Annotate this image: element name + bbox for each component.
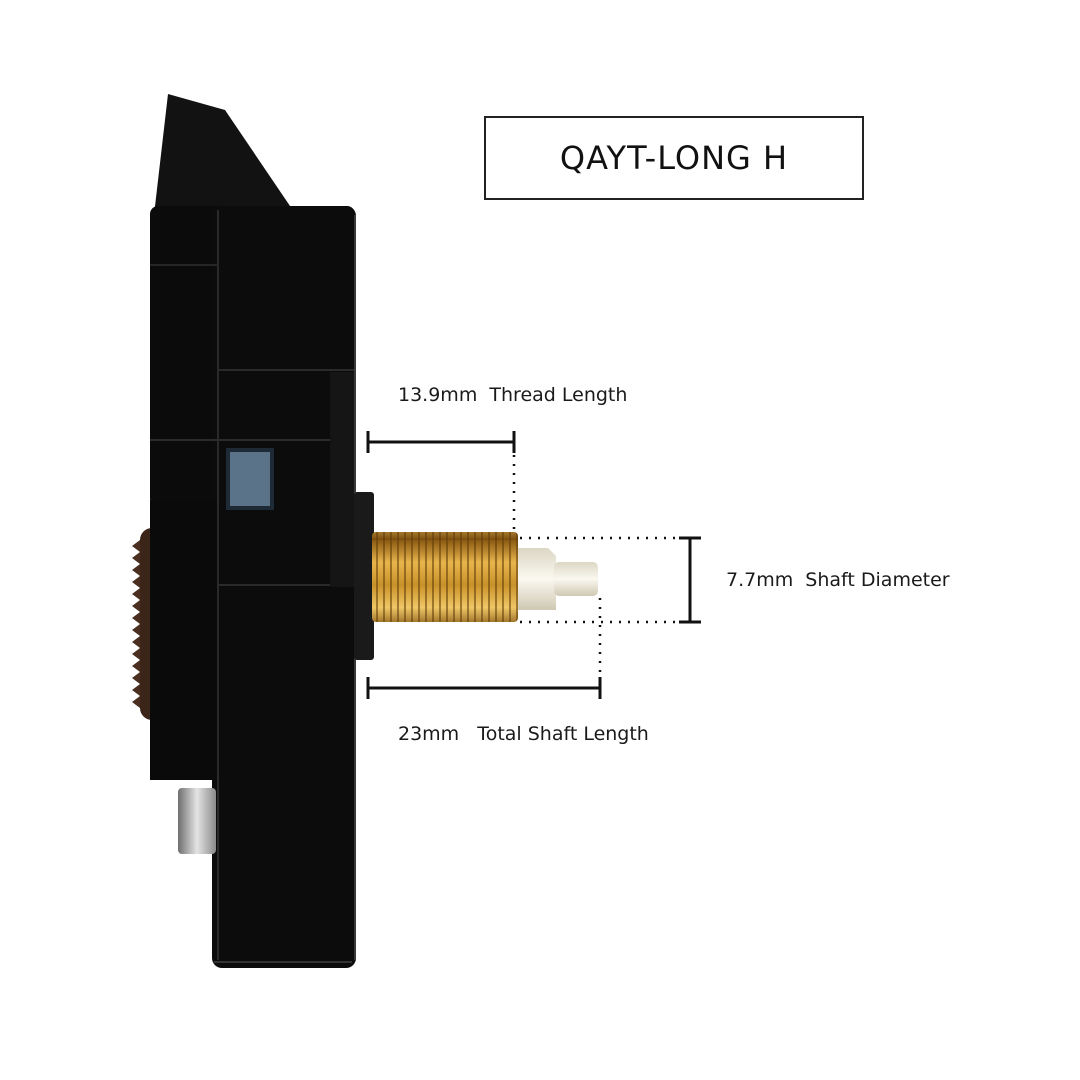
thread-length-dimension	[366, 431, 516, 453]
total-shaft-length-label: 23mm Total Shaft Length	[398, 723, 649, 745]
hanger-tab	[154, 94, 290, 215]
thread-length-label: 13.9mm Thread Length	[398, 384, 628, 406]
indicator-window	[226, 448, 274, 510]
shaft-diameter-label: 7.7mm Shaft Diameter	[726, 569, 950, 591]
threaded-shaft	[372, 532, 518, 622]
total-length-dimension	[366, 677, 602, 699]
hand-shaft	[518, 548, 598, 610]
movement-body	[150, 206, 356, 968]
diameter-dimension	[679, 536, 701, 624]
model-name: QAYT-LONG H	[559, 139, 789, 177]
hex-nut-base	[354, 492, 374, 660]
model-title-box: QAYT-LONG H	[484, 116, 864, 200]
metal-bracket	[178, 788, 216, 854]
